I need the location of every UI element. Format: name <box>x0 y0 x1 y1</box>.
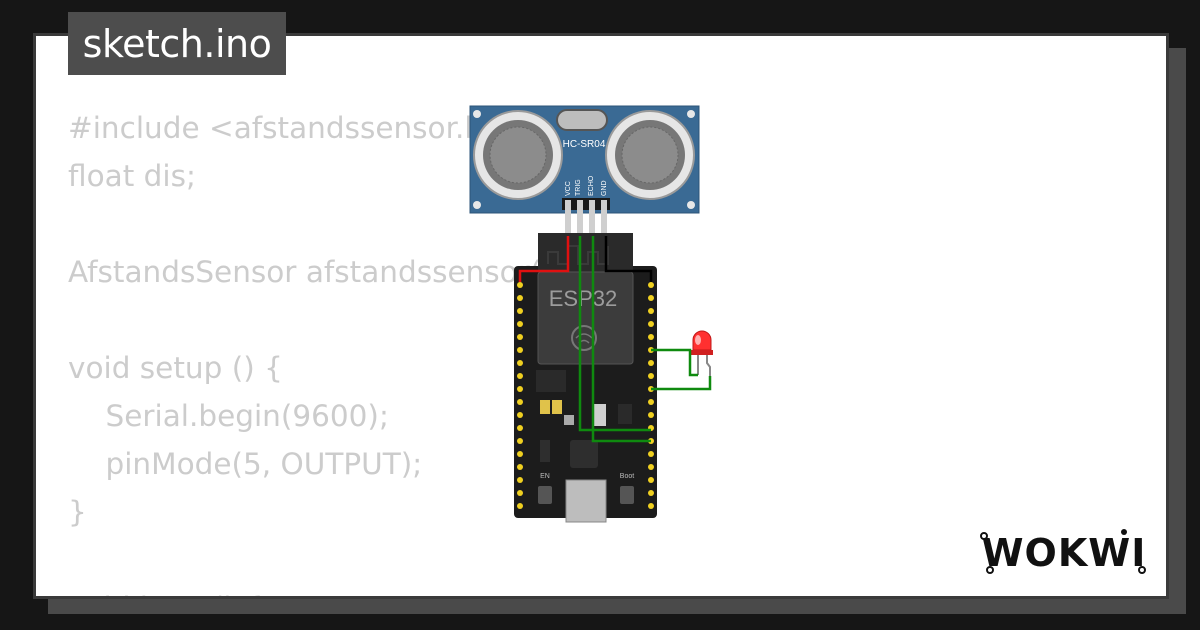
code-line: } <box>68 495 87 529</box>
mount-hole <box>473 110 481 118</box>
regulator-component <box>592 404 606 426</box>
mount-hole <box>687 110 695 118</box>
antenna-trace <box>547 245 609 265</box>
esp32-board[interactable]: ESP32 EN Boot <box>514 233 657 523</box>
ultrasonic-sensor[interactable]: HC-SR04 VCC TRIG ECHO GND <box>469 105 700 236</box>
code-line: AfstandsSensor afstandssensor( <box>68 255 542 289</box>
wire-vcc-red[interactable] <box>518 236 570 282</box>
capacitor <box>540 400 550 414</box>
left-pin-header <box>517 282 523 509</box>
en-label: EN <box>540 473 550 480</box>
wires[interactable] <box>518 236 712 443</box>
chip-component <box>536 370 566 392</box>
sensor-model-label: HC-SR04 <box>563 139 606 150</box>
espressif-logo-icon <box>571 325 597 351</box>
wire-echo-green[interactable] <box>591 236 651 443</box>
led-base <box>691 350 713 355</box>
wire-trig-green[interactable] <box>578 236 651 432</box>
capacitor <box>552 400 562 414</box>
sensor-header-pins <box>562 198 610 236</box>
usb-uart-chip <box>570 440 598 468</box>
wokwi-logo: WOKWI <box>980 529 1147 575</box>
boot-label: Boot <box>620 473 634 480</box>
code-line <box>68 296 541 344</box>
pin-label-trig: TRIG <box>575 179 582 196</box>
code-line: float dis; <box>68 159 196 193</box>
resistor <box>564 415 574 425</box>
en-button[interactable] <box>538 486 552 504</box>
chip-component <box>618 404 632 424</box>
crystal-oscillator <box>556 109 608 131</box>
chip-component <box>540 440 550 462</box>
wire-led-pin5-green[interactable] <box>651 376 712 391</box>
transducer-left <box>473 110 563 200</box>
board-name-label: ESP32 <box>549 286 618 311</box>
pin-label-echo: ECHO <box>588 175 595 196</box>
mount-hole <box>687 201 695 209</box>
code-line: void loop () { <box>68 584 541 596</box>
usb-port <box>565 479 607 523</box>
mount-hole <box>473 201 481 209</box>
code-line: #include <afstandssensor.h> <box>68 111 508 145</box>
file-tab[interactable]: sketch.ino <box>68 12 286 75</box>
red-led[interactable] <box>691 330 713 377</box>
wire-gnd-black[interactable] <box>604 236 653 282</box>
led-highlight <box>695 335 701 345</box>
led-anode-leg <box>706 355 711 377</box>
wire-led-gnd-green[interactable] <box>651 348 698 377</box>
pin-label-vcc: VCC <box>565 181 572 196</box>
code-line: pinMode(5, OUTPUT); <box>68 447 423 481</box>
pin-label-gnd: GND <box>601 180 608 196</box>
code-line: Serial.begin(9600); <box>68 399 389 433</box>
code-editor: #include <afstandssensor.h> float dis; Afs… <box>68 104 542 596</box>
boot-button[interactable] <box>620 486 634 504</box>
transducer-right <box>605 110 695 200</box>
wifi-module-shield <box>537 271 634 365</box>
code-line <box>68 536 541 584</box>
code-line: void setup () { <box>68 351 283 385</box>
wokwi-logo-text: WOKWI <box>982 531 1147 575</box>
